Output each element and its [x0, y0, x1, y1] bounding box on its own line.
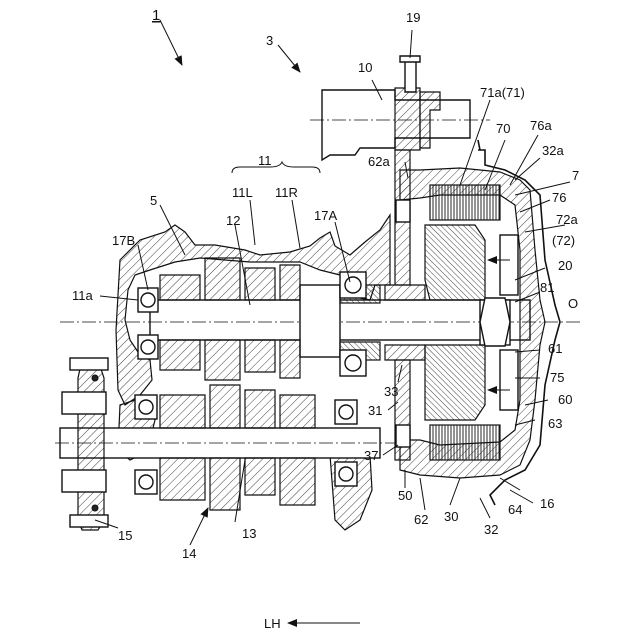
label-60: 60	[558, 392, 572, 407]
label-3: 3	[266, 33, 273, 48]
label-11R: 11R	[275, 185, 298, 200]
label-50: 50	[398, 488, 412, 503]
label-64: 64	[508, 502, 522, 517]
label-81: 81	[540, 280, 554, 295]
label-70: 70	[496, 121, 510, 136]
label-11a: 11a	[72, 288, 93, 303]
label-62: 62	[414, 512, 428, 527]
label-14: 14	[182, 546, 196, 561]
label-31: 31	[368, 403, 382, 418]
label-72: (72)	[552, 233, 575, 248]
label-76a: 76a	[530, 118, 552, 133]
label-12: 12	[226, 213, 240, 228]
input-shaft-10	[310, 56, 490, 160]
label-11: 11	[258, 153, 272, 168]
lh-label: LH	[264, 616, 281, 631]
label-72a: 72a	[556, 212, 578, 227]
label-15: 15	[118, 528, 132, 543]
label-17B: 17B	[112, 233, 135, 248]
label-7: 7	[572, 168, 579, 183]
label-62a: 62a	[368, 154, 390, 169]
lh-direction-indicator: LH	[264, 616, 360, 631]
label-76: 76	[552, 190, 566, 205]
label-32: 32	[484, 522, 498, 537]
label-16: 16	[540, 496, 554, 511]
label-17A: 17A	[314, 208, 337, 223]
label-11L: 11L	[232, 185, 253, 200]
label-33: 33	[384, 384, 398, 399]
label-61: 61	[548, 341, 562, 356]
label-32a: 32a	[542, 143, 564, 158]
label-O: O	[568, 296, 578, 311]
label-71a: 71a(71)	[480, 85, 525, 100]
label-19: 19	[406, 10, 420, 25]
label-75: 75	[550, 370, 564, 385]
label-63: 63	[548, 416, 562, 431]
label-10: 10	[358, 60, 372, 75]
figure-ref-numeral: 1	[152, 7, 160, 24]
label-20: 20	[558, 258, 572, 273]
label-5: 5	[150, 193, 157, 208]
label-37: 37	[364, 448, 378, 463]
label-30: 30	[444, 509, 458, 524]
label-13: 13	[242, 526, 256, 541]
